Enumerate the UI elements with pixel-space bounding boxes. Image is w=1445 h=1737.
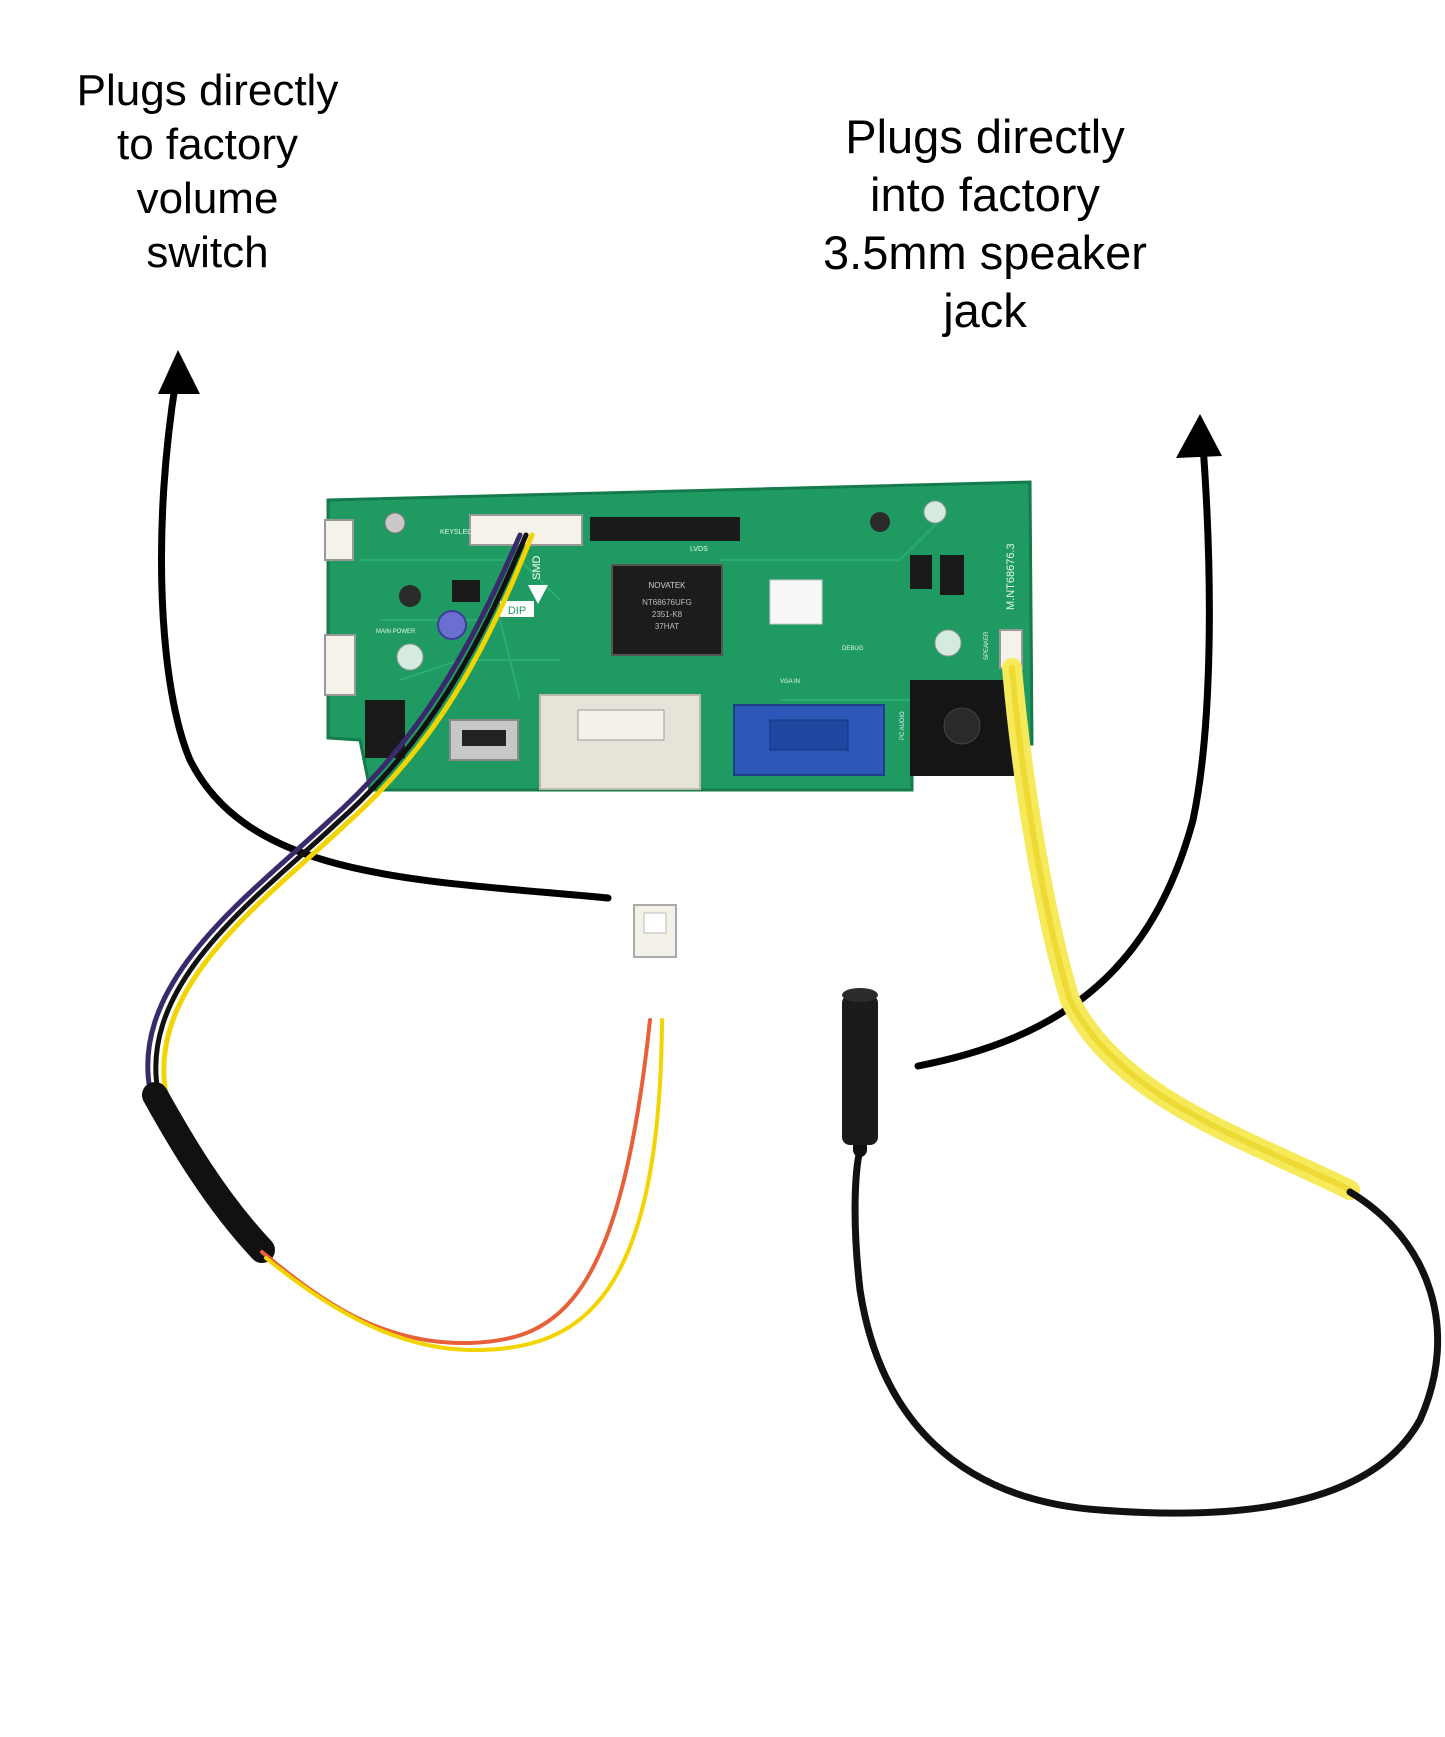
dip-label: DIP: [508, 605, 526, 617]
vga-label: VGA IN: [780, 679, 800, 685]
smd-label: SMD: [531, 556, 543, 581]
pcb-board: NOVATEK NT68676UFG 2351-K8 37HAT KEYSLED…: [324, 480, 1034, 792]
arrow-to-volume-switch: [158, 350, 612, 902]
lvds-header: [590, 517, 740, 541]
keys-led-label: KEYSLED: [440, 529, 472, 536]
main-power-label: MAIN POWER: [376, 629, 416, 635]
main-chip: [611, 564, 723, 656]
chip-line-1: NT68676UFG: [642, 598, 692, 607]
arrow-to-speaker-jack: [914, 414, 1222, 1070]
speaker-jack-plug: [842, 995, 878, 1145]
chip-brand: NOVATEK: [648, 581, 686, 590]
capacitor-icon: [437, 610, 467, 640]
smd-arrow-icon: [528, 585, 548, 604]
debug-label: DEBUG: [842, 646, 864, 652]
dvi-port: [539, 694, 701, 790]
volume-switch-callout: Plugs directly to factory volume switch: [76, 66, 339, 277]
chip-line-3: 37HAT: [655, 622, 679, 631]
speaker-label: SPEAKER: [984, 631, 990, 660]
pc-audio-label: PC AUDIO: [900, 711, 906, 740]
lvds-label: LVDS: [690, 546, 708, 553]
speaker-cable: [842, 658, 1442, 1517]
model-label: M.NT68676.3: [1005, 543, 1017, 610]
speaker-jack-callout: Plugs directly into factory 3.5mm speake…: [823, 110, 1147, 337]
volume-switch-harness: [142, 532, 677, 1353]
chip-line-2: 2351-K8: [652, 610, 683, 619]
